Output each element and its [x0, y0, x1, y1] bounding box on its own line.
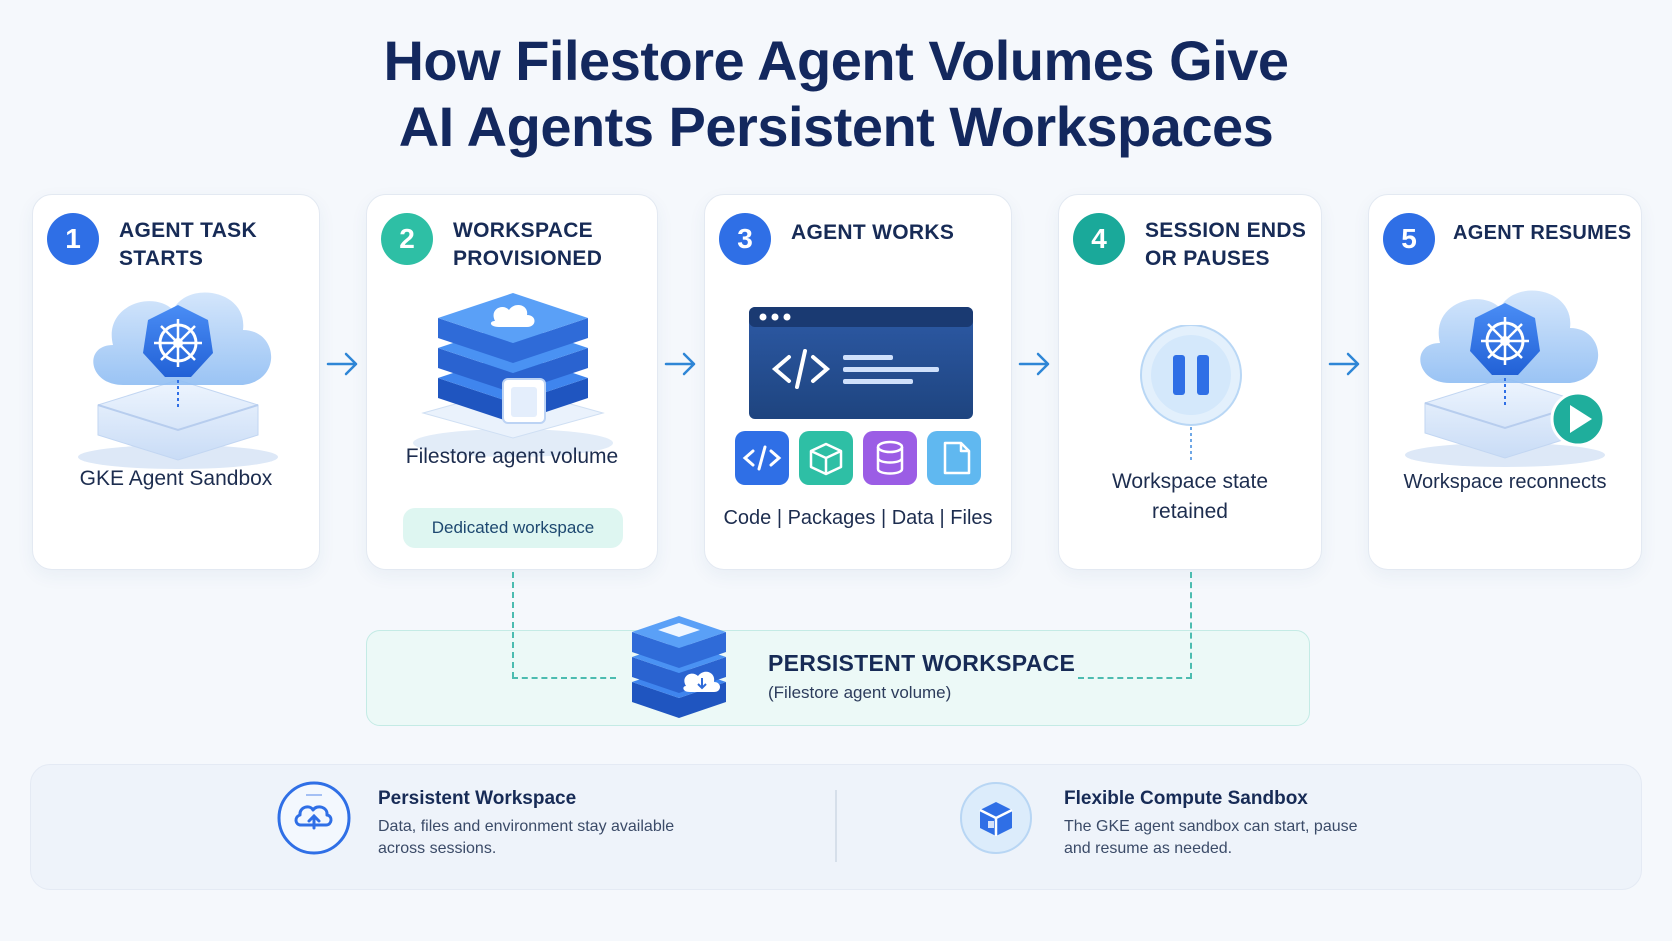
step-card-3: 3 AGENT WORKS Code | Packages | Data | F… [704, 194, 1012, 570]
step-title-1: AGENT TASK STARTS [119, 219, 257, 270]
arrow-right-icon [664, 352, 696, 376]
arrow-right-icon [326, 352, 358, 376]
resource-icons-row [735, 431, 981, 485]
kubernetes-cloud-sandbox-icon [78, 292, 278, 469]
divider [835, 790, 837, 862]
step-title-3: AGENT WORKS [791, 221, 955, 244]
step-caption-1: GKE Agent Sandbox [79, 467, 273, 490]
feature-desc-1: Data, files and environment stay availab… [378, 818, 675, 857]
compute-cube-icon [960, 782, 1032, 854]
step-caption-4: Workspace state retained [1111, 470, 1268, 523]
cloud-upload-icon [277, 781, 351, 855]
step-title-5: AGENT RESUMES [1453, 222, 1632, 244]
kubernetes-resume-icon [1405, 290, 1606, 467]
step-badge-4: 4 [1073, 213, 1125, 265]
filestore-volume-stack-icon [413, 293, 613, 457]
step-card-5: 5 AGENT RESUMES Workspace reconnects [1368, 194, 1642, 570]
pause-icon [1140, 325, 1242, 463]
feature-title-1: Persistent Workspace [378, 788, 577, 809]
connector-dashed-line [512, 677, 616, 679]
step-title-4: SESSION ENDS OR PAUSES [1145, 219, 1307, 270]
arrow-right-icon [1328, 352, 1360, 376]
storage-stack-icon [632, 616, 726, 718]
step-card-2: 2 WORKSPACE PROVISIONED Filestore agent … [366, 194, 658, 570]
connector-dashed-line [1190, 572, 1192, 679]
step-badge-3: 3 [719, 213, 771, 265]
step-card-4: 4 SESSION ENDS OR PAUSES Workspace state… [1058, 194, 1322, 570]
title-line-1: How Filestore Agent Volumes Give [383, 29, 1289, 92]
step-title-2: WORKSPACE PROVISIONED [453, 219, 603, 270]
dedicated-workspace-badge: Dedicated workspace [403, 508, 623, 548]
persistent-workspace-title: PERSISTENT WORKSPACE [768, 650, 1076, 676]
code-editor-window-icon [749, 307, 973, 419]
feature-desc-2: The GKE agent sandbox can start, pause a… [1064, 818, 1358, 857]
step-card-1: 1 AGENT TASK STARTS GKE Agent Sandbox [32, 194, 320, 570]
connector-dashed-line [1078, 677, 1192, 679]
connector-dashed-line [512, 572, 514, 678]
step-caption-5: Workspace reconnects [1403, 471, 1607, 493]
feature-title-2: Flexible Compute Sandbox [1064, 788, 1308, 809]
title-line-2: AI Agents Persistent Workspaces [398, 95, 1274, 158]
arrow-right-icon [1018, 352, 1050, 376]
page-title: How Filestore Agent Volumes Give AI Agen… [0, 28, 1672, 160]
persistent-workspace-subtitle: (Filestore agent volume) [768, 683, 952, 702]
step-badge-5: 5 [1383, 213, 1435, 265]
step-caption-2: Filestore agent volume [405, 445, 619, 468]
step-badge-2: 2 [381, 213, 433, 265]
step-badge-1: 1 [47, 213, 99, 265]
step-caption-3: Code | Packages | Data | Files [723, 507, 993, 529]
